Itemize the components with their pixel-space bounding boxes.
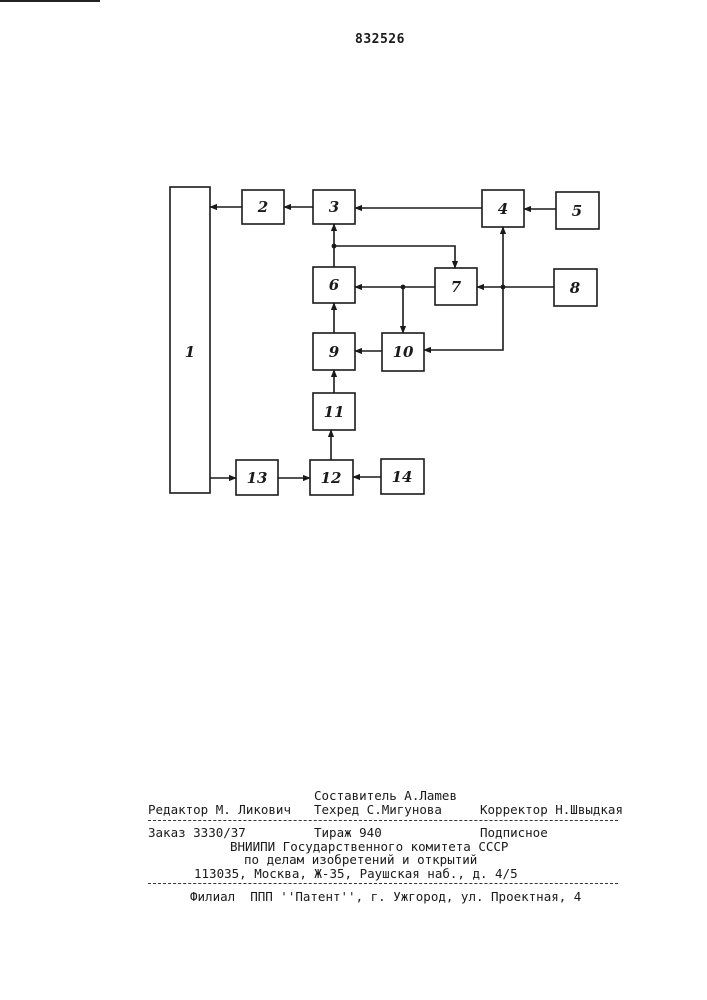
order-line: Заказ 3330/37 bbox=[148, 825, 246, 840]
techred-line: Техред С.Мигунова bbox=[314, 802, 442, 817]
dashed-separator bbox=[148, 883, 618, 884]
circulation-line: Тираж 940 bbox=[314, 825, 382, 840]
branch-line: Филиал ППП ''Патент'', г. Ужгород, ул. П… bbox=[190, 889, 581, 904]
dashed-separator bbox=[148, 820, 618, 821]
org-line-2: по делам изобретений и открытий bbox=[244, 852, 477, 867]
compiler-line: Составитель А.Лаmев bbox=[314, 788, 457, 803]
org-address: 113035, Москва, Ж-35, Раушская наб., д. … bbox=[194, 866, 518, 881]
subscription-line: Подписное bbox=[480, 825, 548, 840]
corrector-line: Корректор Н.Швыдкая bbox=[480, 802, 623, 817]
editor-line: Редактор М. Ликович bbox=[148, 802, 291, 817]
